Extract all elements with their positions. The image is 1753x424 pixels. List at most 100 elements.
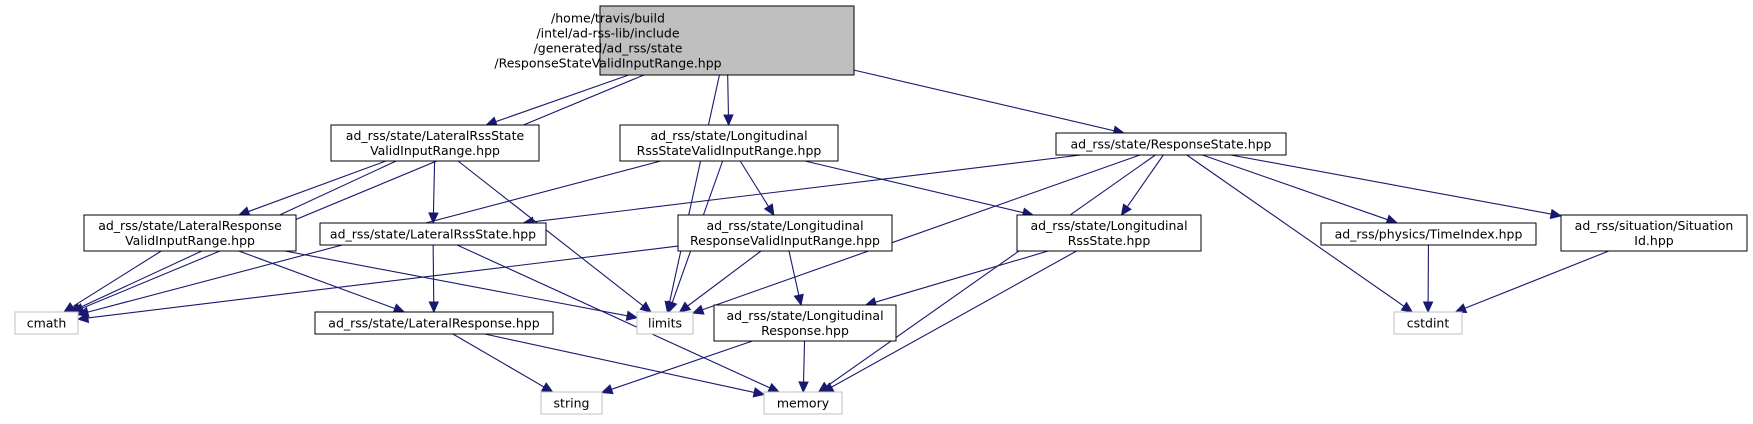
- node-box: [636, 311, 694, 335]
- edge-line: [432, 244, 435, 303]
- edge-line: [284, 250, 628, 317]
- node-respState[interactable]: ad_rss/state/ResponseState.hpp: [1055, 132, 1287, 156]
- edge-respState-to-situationId: [1230, 154, 1563, 220]
- edge-line: [495, 74, 629, 123]
- arrowhead-icon: [1454, 303, 1468, 314]
- node-cstdint: cstdint: [1393, 311, 1463, 335]
- node-label-line: ad_rss/state/LateralResponse: [98, 218, 282, 233]
- edge-lonRssValid-to-lonRespValid: [739, 160, 775, 217]
- edge-respState-to-limits: [691, 154, 1141, 315]
- node-box: [1560, 214, 1748, 252]
- edge-latRssState-to-latResp: [428, 244, 440, 314]
- node-box: [599, 5, 855, 76]
- node-label-line: Response.hpp: [761, 323, 849, 338]
- node-label-line: /intel/ad-rss-lib/include: [536, 26, 679, 41]
- arrowhead-icon: [793, 293, 804, 307]
- edge-respState-to-timeIndex: [1202, 154, 1399, 225]
- edge-line: [826, 154, 1156, 387]
- node-root[interactable]: /home/travis/build/intel/ad-rss-lib/incl…: [494, 5, 855, 76]
- node-label-line: RssState.hpp: [1068, 233, 1151, 248]
- node-lonRssValid[interactable]: ad_rss/state/LongitudinalRssStateValidIn…: [619, 124, 839, 162]
- node-label-line: string: [554, 396, 590, 411]
- edge-line: [739, 160, 769, 207]
- node-label-line: ad_rss/state/LateralResponse.hpp: [328, 316, 539, 331]
- node-box: [1016, 214, 1202, 252]
- edge-line: [611, 340, 753, 390]
- node-timeIndex[interactable]: ad_rss/physics/TimeIndex.hpp: [1320, 222, 1537, 246]
- arrowhead-icon: [1120, 203, 1132, 216]
- node-label-line: ResponseValidInputRange.hpp: [690, 233, 880, 248]
- node-label-line: ad_rss/state/Longitudinal: [706, 218, 863, 233]
- node-lonRespValid[interactable]: ad_rss/state/LongitudinalResponseValidIn…: [677, 214, 893, 252]
- edge-lonResp-to-string: [600, 340, 753, 395]
- arrowhead-icon: [667, 300, 678, 314]
- edge-latRssValid-to-latRespValid: [237, 160, 387, 217]
- edge-latRssValid-to-limits: [457, 160, 652, 313]
- edge-line: [669, 74, 720, 303]
- node-box: [1393, 311, 1463, 335]
- edge-situationId-to-cstdint: [1454, 250, 1610, 314]
- edge-respState-to-cstdint: [1186, 154, 1414, 313]
- edge-root-to-respState: [853, 69, 1125, 136]
- node-label-line: ad_rss/physics/TimeIndex.hpp: [1335, 227, 1523, 242]
- arrowhead-icon: [767, 382, 781, 393]
- edge-line: [484, 333, 755, 393]
- node-string: string: [540, 391, 603, 415]
- node-box: [713, 304, 897, 342]
- node-latRssValid[interactable]: ad_rss/state/LateralRssStateValidInputRa…: [330, 124, 540, 162]
- edge-latRssValid-to-latRssState: [428, 160, 439, 225]
- edge-line: [452, 333, 545, 388]
- edge-line: [853, 69, 1115, 132]
- node-label-line: ValidInputRange.hpp: [370, 143, 500, 158]
- edge-line: [432, 160, 436, 214]
- node-label-line: ad_rss/state/LateralRssState: [346, 128, 525, 143]
- node-box: [330, 124, 540, 162]
- nodes-layer: /home/travis/build/intel/ad-rss-lib/incl…: [14, 5, 1748, 415]
- edge-line: [238, 250, 395, 310]
- edge-root-to-latRssValid: [485, 74, 629, 127]
- edge-line: [1464, 250, 1610, 309]
- edge-lonRespValid-to-limits: [678, 250, 762, 313]
- edge-line: [82, 74, 645, 309]
- node-label-line: ValidInputRange.hpp: [125, 233, 255, 248]
- edge-line: [727, 74, 730, 116]
- node-label-line: ad_rss/state/Longitudinal: [650, 128, 807, 143]
- edge-line: [87, 245, 679, 319]
- edge-respState-to-memory: [817, 154, 1156, 393]
- arrowhead-icon: [625, 310, 639, 321]
- node-box: [319, 222, 547, 246]
- edge-line: [831, 250, 1077, 388]
- edge-line: [1126, 154, 1164, 208]
- node-latResp[interactable]: ad_rss/state/LateralResponse.hpp: [314, 311, 554, 335]
- node-label-line: /ResponseStateValidInputRange.hpp: [494, 56, 721, 71]
- node-label-line: cmath: [27, 316, 67, 331]
- arrowhead-icon: [76, 312, 90, 324]
- edge-respState-to-lonRssState: [1120, 154, 1164, 216]
- arrowhead-icon: [1549, 208, 1563, 220]
- edge-lonResp-to-memory: [798, 340, 809, 394]
- edge-lonRespValid-to-cmath: [76, 245, 679, 324]
- edge-line: [533, 154, 1081, 223]
- node-label-line: RssStateValidInputRange.hpp: [637, 143, 822, 158]
- edge-lonRespValid-to-lonResp: [788, 250, 804, 307]
- node-label-line: /generated/ad_rss/state: [534, 41, 683, 56]
- node-box: [619, 124, 839, 162]
- arrowhead-icon: [600, 384, 614, 395]
- edge-line: [702, 154, 1141, 311]
- node-label-line: ad_rss/situation/Situation: [1575, 218, 1734, 233]
- arrowhead-icon: [428, 212, 439, 225]
- edges-layer: [63, 69, 1610, 398]
- edge-line: [248, 160, 387, 213]
- edge-line: [1186, 154, 1405, 307]
- edge-latRespValid-to-cmath: [63, 250, 162, 313]
- edge-lonRssValid-to-lonRssState: [804, 160, 1035, 218]
- arrowhead-icon: [1422, 301, 1434, 314]
- node-latRssState[interactable]: ad_rss/state/LateralRssState.hpp: [319, 222, 547, 246]
- node-box: [763, 391, 843, 415]
- arrowhead-icon: [798, 381, 809, 394]
- node-label-line: ad_rss/state/ResponseState.hpp: [1071, 137, 1272, 152]
- node-latRespValid[interactable]: ad_rss/state/LateralResponseValidInputRa…: [83, 214, 297, 252]
